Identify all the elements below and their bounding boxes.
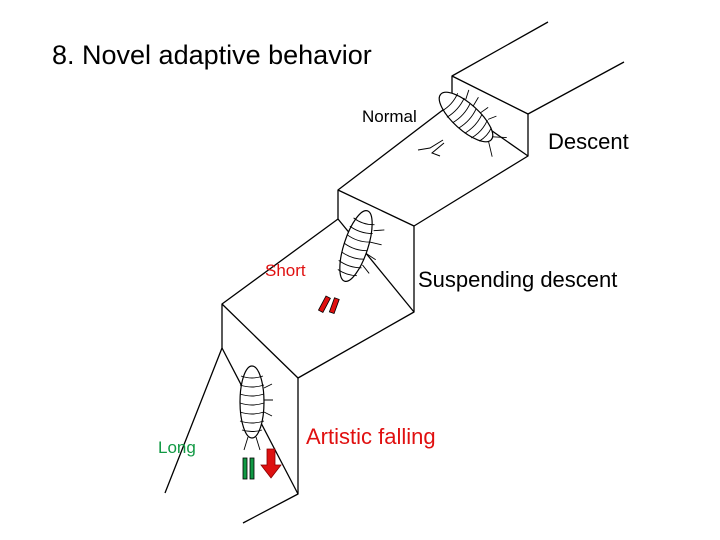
- label-normal: Normal: [362, 107, 417, 126]
- isopod-short-icon: [337, 210, 385, 282]
- down-arrow-icon: [260, 448, 282, 479]
- caption-descent: Descent: [548, 129, 629, 154]
- long-legs: [242, 457, 255, 480]
- caption-suspending-descent: Suspending descent: [418, 267, 618, 292]
- label-long: Long: [158, 438, 196, 457]
- slide-title: 8. Novel adaptive behavior: [52, 40, 372, 70]
- short-legs: [317, 295, 340, 315]
- isopod-normal-antennae: [417, 139, 445, 157]
- isopod-long-icon: [239, 365, 273, 451]
- caption-artistic-falling: Artistic falling: [306, 424, 436, 449]
- isopod-normal-icon: [438, 89, 507, 157]
- label-short: Short: [265, 261, 306, 280]
